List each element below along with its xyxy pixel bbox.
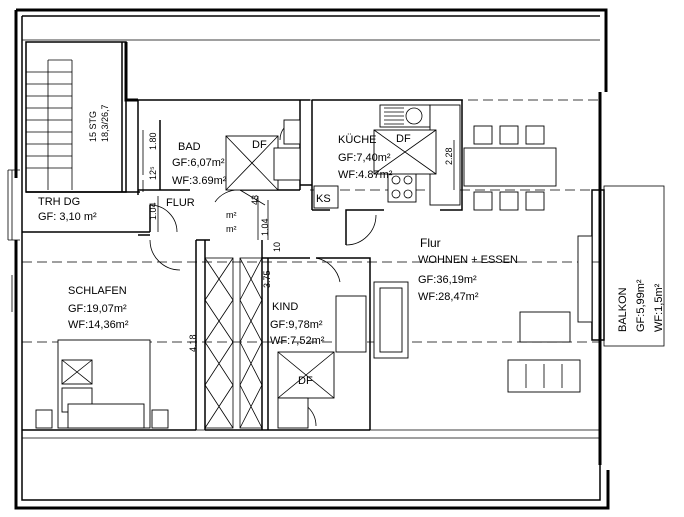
kind-room-gf: GF:9,78m² — [270, 319, 323, 331]
trh-room-name: TRH DG — [38, 196, 80, 208]
shaft-grid — [204, 257, 263, 429]
dim-12-5: 12⁵ — [148, 166, 158, 180]
kueche-room-name: KÜCHE — [338, 134, 377, 146]
wohnen-room-wf: WF:28,47m² — [418, 291, 479, 303]
flur-room-name: Flur — [420, 236, 441, 250]
schlafen-room-wf: WF:14,36m² — [68, 319, 129, 331]
bad-room-gf: GF:6,07m² — [172, 157, 225, 169]
schlafen-room-gf: GF:19,07m² — [68, 303, 127, 315]
kueche-room-wf: WF:4.87m² — [338, 169, 393, 181]
dim-1-04-a: 1.04 — [148, 202, 158, 220]
kid-room-furniture — [277, 295, 367, 429]
df-mark-kitchen: DF — [396, 133, 411, 145]
bathroom-fixtures — [225, 119, 301, 191]
dim-43: 43 — [250, 195, 260, 205]
balkon-room-gf: GF:5,99m² — [635, 279, 647, 332]
dining-furniture — [463, 125, 557, 211]
trh-room-gf: GF: 3,10 m² — [38, 211, 97, 223]
living-furniture — [373, 235, 593, 393]
dim-m2-b: m² — [226, 224, 237, 234]
stairwell: 15 STG 18,3/26,7 — [25, 41, 140, 193]
flur-small-room-name: FLUR — [166, 197, 195, 209]
schlafen-room-name: SCHLAFEN — [68, 285, 127, 297]
dim-m2-a: m² — [226, 210, 237, 220]
dim-2-28: 2.28 — [444, 147, 454, 165]
wohnen-room-gf: GF:36,19m² — [418, 274, 477, 286]
bedroom-furniture — [35, 339, 169, 429]
kind-room-name: KIND — [272, 301, 298, 313]
dim-3-75: 3.75 — [262, 270, 272, 288]
dimension-guides — [142, 130, 455, 294]
kind-room-wf: WF:7,52m² — [270, 335, 325, 347]
ks-mark: KS — [316, 193, 331, 205]
dim-1-04-b: 1.04 — [260, 218, 270, 236]
stair-ratio-label: 18,3/26,7 — [100, 104, 110, 142]
stair-steps-label: 15 STG — [88, 111, 98, 142]
wohnen-room-name: WOHNEN + ESSEN — [418, 254, 518, 266]
dim-4-18: 4.18 — [188, 334, 198, 352]
bad-room-wf: WF:3.69m² — [172, 175, 227, 187]
kueche-room-gf: GF:7,40m² — [338, 152, 391, 164]
balkon-room-name: BALKON — [617, 287, 629, 332]
df-mark-kid: DF — [298, 375, 313, 387]
balkon-room-wf: WF:1,5m² — [653, 283, 665, 332]
bad-room-name: BAD — [178, 141, 201, 153]
df-mark-bath: DF — [252, 139, 267, 151]
dim-1-80: 1.80 — [148, 132, 158, 150]
kitchen-fixtures — [313, 104, 461, 209]
outer-walls — [7, 8, 610, 510]
dim-10: 10 — [272, 242, 282, 252]
